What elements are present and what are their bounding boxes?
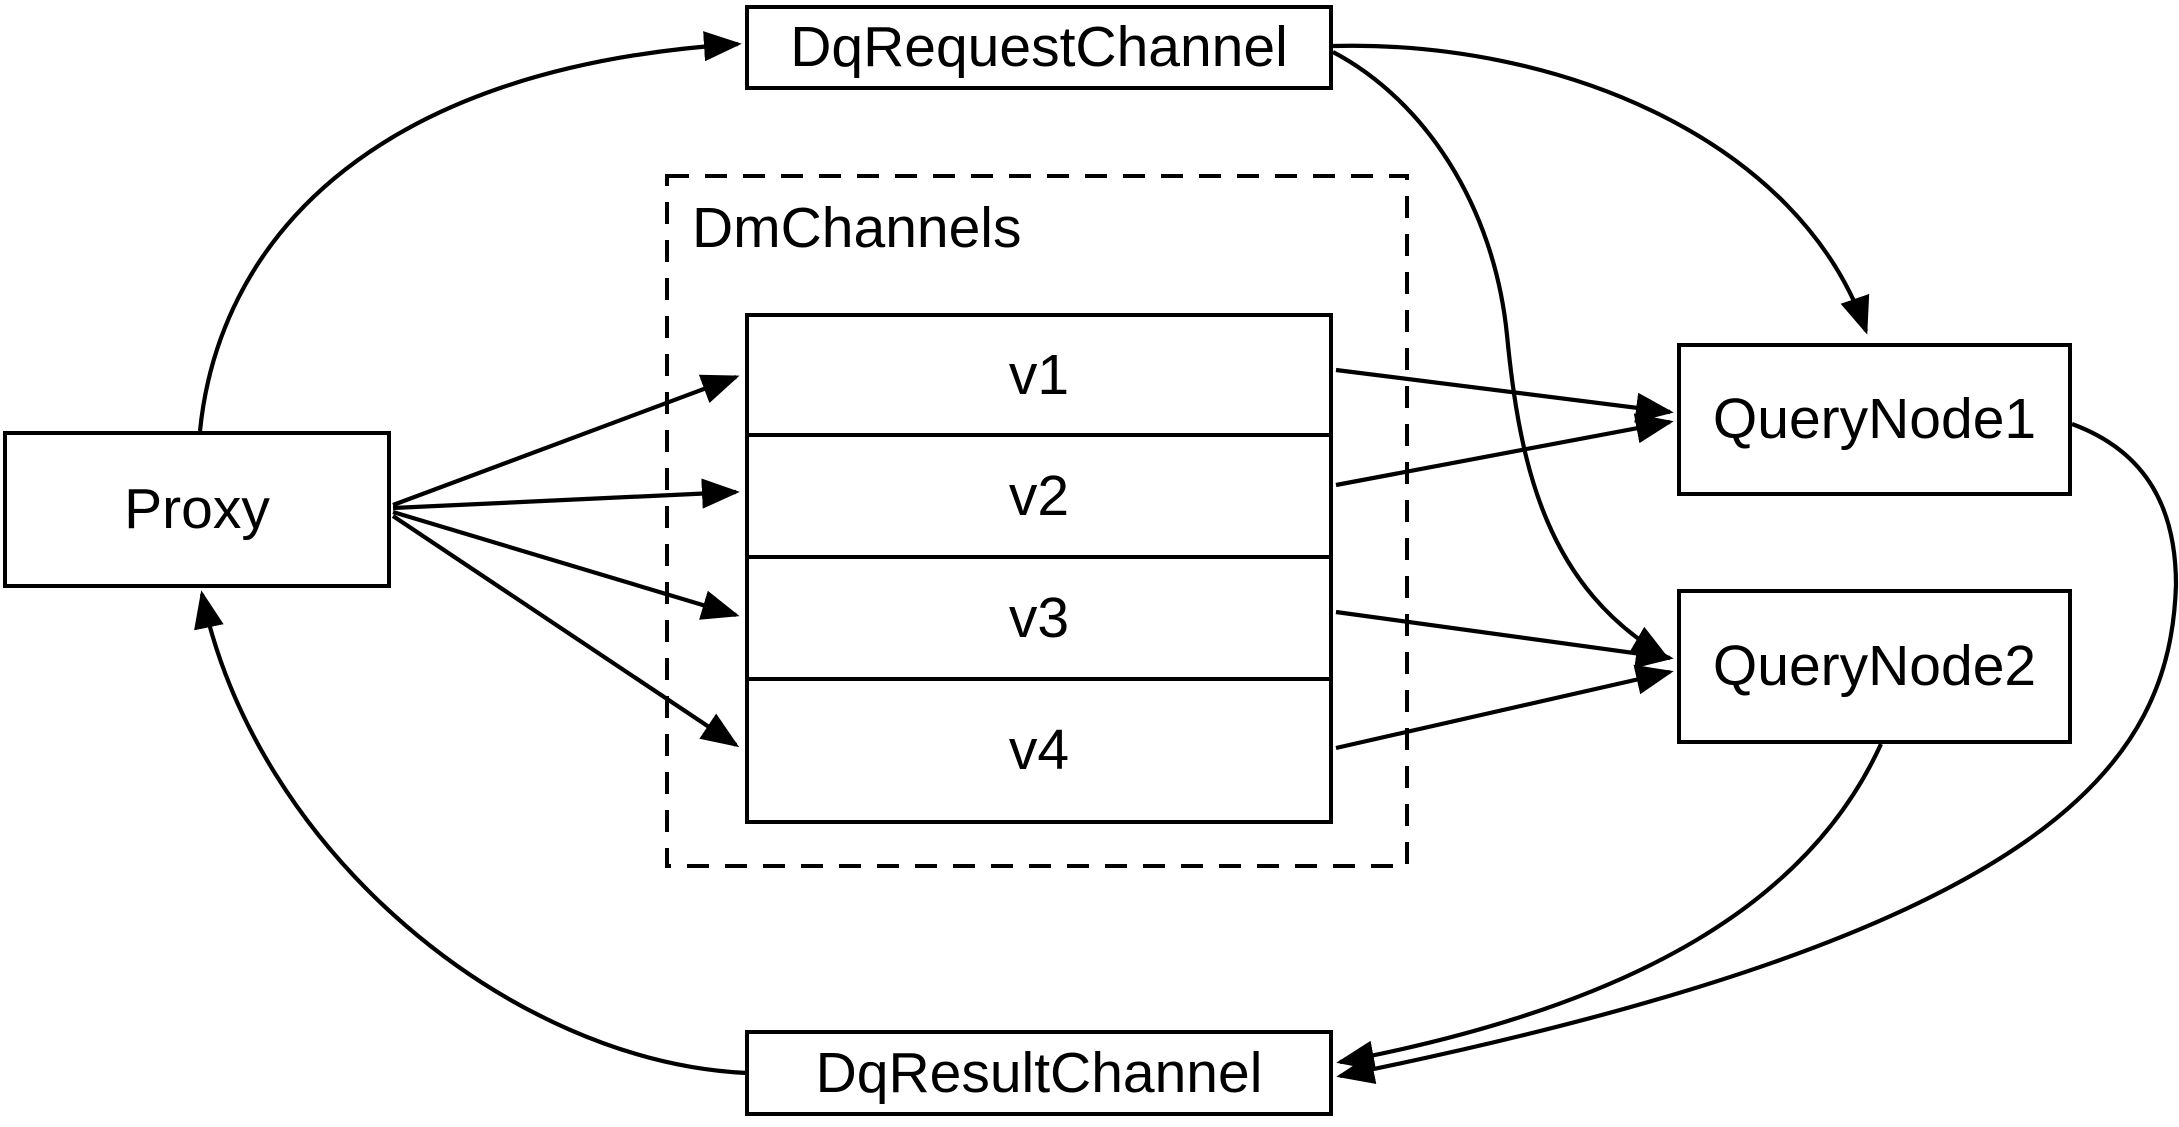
channel-label: v3 <box>1008 585 1070 650</box>
dm-channels-group-label: DmChannels <box>692 196 1022 260</box>
channel-row-v4: v4 <box>749 677 1329 820</box>
edge-proxy-to-v4 <box>391 514 740 748</box>
node-query-node1: QueryNode1 <box>1677 343 2072 496</box>
edge-query-node2-to-result-channel <box>1336 743 1883 1071</box>
edge-result-channel-to-proxy <box>194 590 748 1076</box>
channel-row-v3: v3 <box>749 555 1329 677</box>
edge-proxy-to-request-channel <box>197 31 742 432</box>
edge-v3-to-query-node2 <box>1335 609 1674 669</box>
node-label: QueryNode2 <box>1712 634 2037 698</box>
edge-request-channel-to-query-node2 <box>1332 50 1670 659</box>
channel-label: v2 <box>1008 463 1070 528</box>
node-label: Proxy <box>124 477 270 541</box>
node-query-node2: QueryNode2 <box>1677 589 2072 744</box>
channel-row-v2: v2 <box>749 433 1329 555</box>
node-proxy: Proxy <box>3 431 391 588</box>
edge-v2-to-query-node1 <box>1335 413 1674 488</box>
edge-v4-to-query-node2 <box>1335 664 1674 751</box>
channel-label: v4 <box>1008 718 1070 782</box>
node-dq-request-channel: DqRequestChannel <box>745 5 1333 90</box>
node-dq-result-channel: DqResultChannel <box>745 1030 1333 1116</box>
channel-label: v1 <box>1008 342 1070 407</box>
channel-row-v1: v1 <box>749 317 1329 433</box>
edge-proxy-to-v2 <box>392 478 740 511</box>
dm-channels-table: v1 v2 v3 v4 <box>745 313 1333 824</box>
node-label: DqRequestChannel <box>790 15 1288 79</box>
edge-query-node1-to-result-channel <box>1336 422 2179 1085</box>
edge-request-channel-to-query-node1 <box>1332 43 1870 335</box>
edge-v1-to-query-node1 <box>1335 367 1674 423</box>
edge-proxy-to-v3 <box>392 509 740 620</box>
node-label: QueryNode1 <box>1712 387 2037 451</box>
edge-proxy-to-v1 <box>392 374 740 507</box>
node-label: DqResultChannel <box>815 1040 1263 1105</box>
